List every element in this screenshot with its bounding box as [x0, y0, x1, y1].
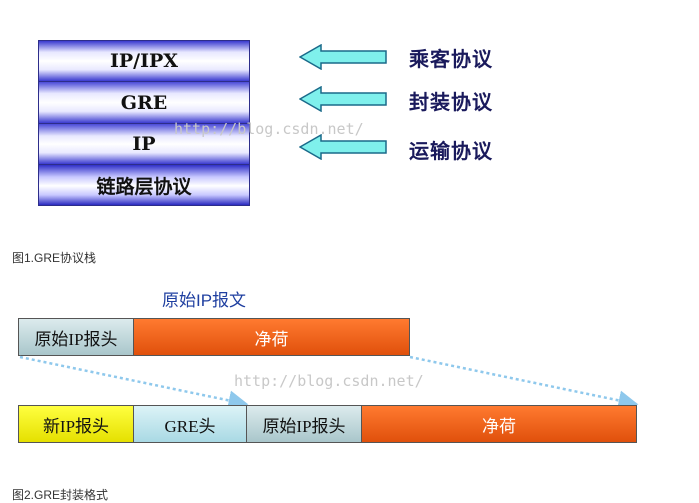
left-arrow-icon [299, 86, 387, 112]
figure-caption: 图2.GRE封装格式 [12, 488, 109, 502]
original-packet-title: 原始IP报文 [162, 291, 247, 310]
transport-protocol-label: 运输协议 [409, 139, 493, 163]
stack-layer-gre: GRE [38, 81, 250, 124]
stack-layer-ip: IP [38, 123, 250, 165]
gre-header: GRE头 [133, 405, 247, 443]
figure-caption: 图1.GRE协议栈 [12, 251, 97, 265]
new-ip-header: 新IP报头 [18, 405, 134, 443]
stack-layer-link: 链路层协议 [38, 164, 250, 206]
stack-layer-ip-ipx: IP/IPX [38, 40, 250, 82]
original-ip-header: 原始IP报头 [246, 405, 362, 443]
payload: 净荷 [361, 405, 637, 443]
left-arrow-icon [299, 134, 387, 160]
encapsulation-protocol-label: 封装协议 [409, 90, 493, 114]
left-arrow-icon [299, 44, 387, 70]
payload: 净荷 [133, 318, 410, 356]
original-ip-header: 原始IP报头 [18, 318, 134, 356]
watermark: http://blog.csdn.net/ [174, 120, 364, 138]
passenger-protocol-label: 乘客协议 [409, 47, 493, 71]
watermark: http://blog.csdn.net/ [234, 372, 424, 390]
